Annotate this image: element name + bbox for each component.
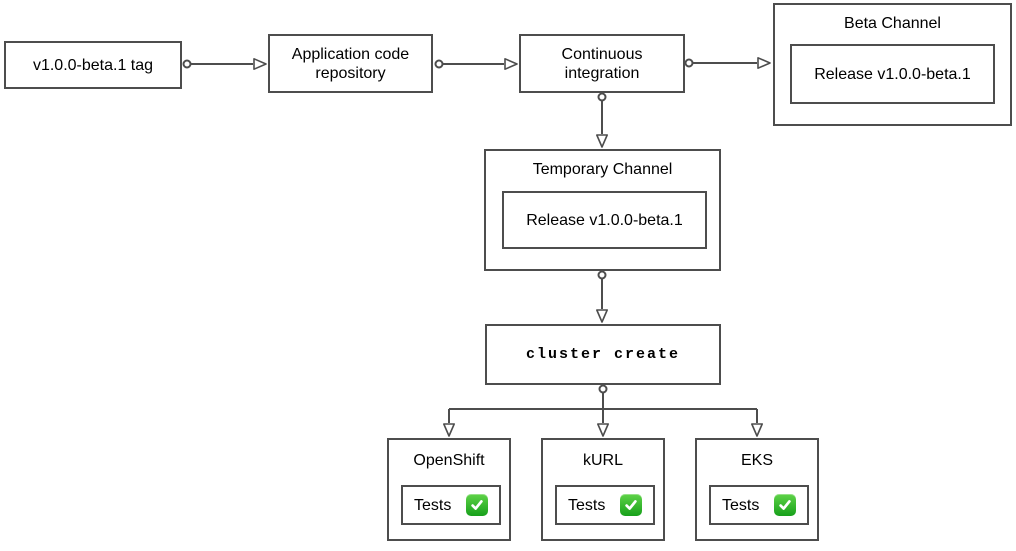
temporary-channel-release-box: Release v1.0.0-beta.1 — [502, 191, 707, 249]
eks-title: EKS — [740, 452, 773, 469]
openshift-tests-passed-check-icon — [466, 494, 488, 516]
node-version-tag: v1.0.0-beta.1 tag — [4, 41, 182, 89]
connector-ci-to-temporary-channel — [596, 92, 608, 148]
node-cluster-create: cluster create — [485, 324, 721, 385]
eks-tests-box: Tests — [709, 485, 809, 525]
openshift-tests-box: Tests — [401, 485, 501, 525]
version-tag-label: v1.0.0-beta.1 tag — [32, 56, 154, 74]
kurl-tests-box: Tests — [555, 485, 655, 525]
temporary-channel-release-label: Release v1.0.0-beta.1 — [526, 211, 683, 229]
connector-cluster-create-to-tests — [443, 384, 763, 437]
eks-tests-passed-check-icon — [774, 494, 796, 516]
continuous-integration-label: Continuous integration — [561, 45, 643, 82]
cluster-create-label: cluster create — [525, 346, 681, 363]
node-temporary-channel: Temporary Channel Release v1.0.0-beta.1 — [484, 149, 721, 271]
openshift-title: OpenShift — [413, 452, 485, 469]
beta-channel-title: Beta Channel — [844, 15, 941, 32]
kurl-tests-label: Tests — [568, 496, 606, 514]
node-beta-channel: Beta Channel Release v1.0.0-beta.1 — [773, 3, 1012, 126]
connector-ci-to-beta-channel — [684, 57, 771, 69]
temporary-channel-title: Temporary Channel — [532, 161, 673, 178]
connector-temporary-channel-to-cluster-create — [596, 270, 608, 323]
kurl-title: kURL — [582, 452, 623, 469]
eks-tests-label: Tests — [722, 496, 760, 514]
connector-repo-to-ci — [434, 58, 518, 70]
node-kurl: kURL Tests — [541, 438, 665, 541]
beta-channel-release-label: Release v1.0.0-beta.1 — [814, 65, 971, 83]
connector-tag-to-repo — [182, 58, 267, 70]
openshift-tests-label: Tests — [414, 496, 452, 514]
kurl-tests-passed-check-icon — [620, 494, 642, 516]
node-openshift: OpenShift Tests — [387, 438, 511, 541]
node-eks: EKS Tests — [695, 438, 819, 541]
beta-channel-release-box: Release v1.0.0-beta.1 — [790, 44, 995, 104]
node-continuous-integration: Continuous integration — [519, 34, 685, 93]
node-application-code-repository: Application code repository — [268, 34, 433, 93]
application-code-repository-label: Application code repository — [291, 45, 410, 82]
